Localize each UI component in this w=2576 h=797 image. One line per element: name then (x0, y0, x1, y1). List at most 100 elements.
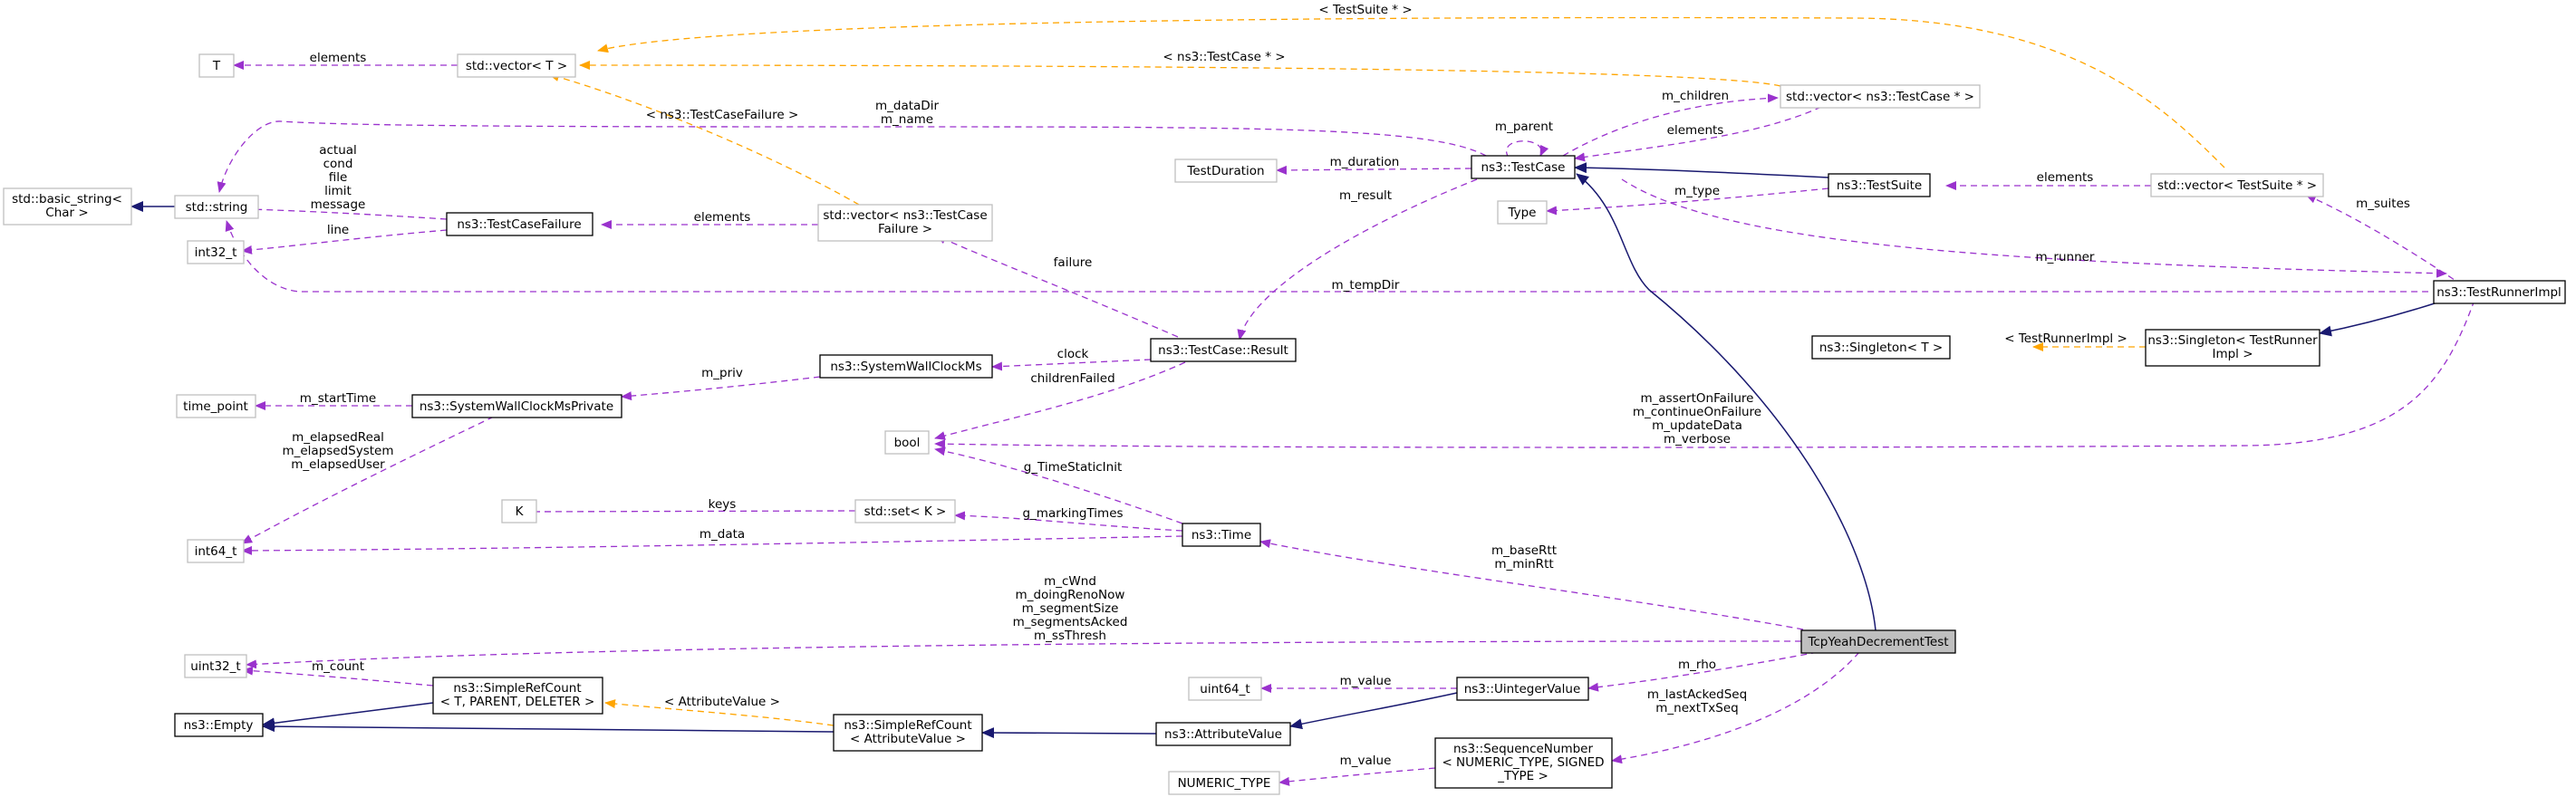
node-uint32-t[interactable]: uint32_t (184, 654, 247, 678)
node-test-case[interactable]: ns3::TestCase (1471, 155, 1576, 179)
node-std-string[interactable]: std::string (174, 195, 259, 219)
node-label: std::string (186, 200, 248, 215)
label-line: std::string (186, 200, 248, 215)
label-line: keys (709, 497, 737, 512)
label-line: line (327, 223, 349, 237)
edge-label: < AttributeValue > (664, 695, 780, 709)
node-test-case-result[interactable]: ns3::TestCase::Result (1150, 338, 1297, 362)
label-line: m_dataDir (875, 99, 939, 113)
edge-label: m_duration (1330, 155, 1400, 169)
edge-failure-line (241, 229, 448, 254)
edge-attribute-value-to-refcount (981, 727, 1157, 739)
node-label: ns3::SystemWallClockMsPrivate (420, 399, 613, 414)
label-line: m_lastAckedSeq (1647, 687, 1747, 702)
node-numeric-type[interactable]: NUMERIC_TYPE (1168, 771, 1280, 795)
label-line: < TestRunnerImpl > (2004, 331, 2127, 346)
label-line: m_priv (701, 366, 743, 380)
node-simple-ref-count-attr[interactable]: ns3::SimpleRefCount< AttributeValue > (833, 714, 983, 752)
label-line: NUMERIC_TYPE (1178, 776, 1271, 791)
node-vector-test-case-ptr[interactable]: std::vector< ns3::TestCase * > (1780, 84, 1981, 109)
edge-label: < ns3::TestCase * > (1163, 50, 1285, 64)
node-test-suite[interactable]: ns3::TestSuite (1828, 173, 1931, 197)
edge-label: < TestRunnerImpl > (2004, 331, 2127, 346)
node-label: std::vector< T > (466, 59, 567, 73)
edge-refcount-attr-to-empty (262, 721, 835, 733)
label-line: m_continueOnFailure (1633, 405, 1761, 419)
label-line: int64_t (195, 544, 237, 559)
node-test-case-failure[interactable]: ns3::TestCaseFailure (446, 212, 593, 236)
edge-result-failure (935, 235, 1179, 338)
node-singleton-t[interactable]: ns3::Singleton< T > (1811, 335, 1951, 360)
node-label: std::basic_string<Char > (12, 192, 122, 220)
label-line: std::vector< TestSuite * > (2157, 178, 2317, 193)
nodes-layer: T std::vector< T > std::basic_string<Cha… (3, 53, 2566, 795)
node-time-point[interactable]: time_point (176, 394, 256, 418)
edge-label: m_type (1674, 184, 1720, 198)
edge-private-elapsed (241, 416, 495, 544)
node-t[interactable]: T (198, 53, 235, 78)
label-line: m_children (1662, 89, 1729, 103)
edge-label: g_markingTimes (1022, 506, 1123, 521)
edges-layer (130, 16, 2479, 786)
label-line: ns3::Singleton< T > (1819, 341, 1943, 355)
node-system-wall-clock-ms-private[interactable]: ns3::SystemWallClockMsPrivate (411, 394, 622, 418)
edge-label: clock (1057, 347, 1089, 361)
node-type[interactable]: Type (1497, 200, 1548, 225)
node-simple-ref-count-t[interactable]: ns3::SimpleRefCount< T, PARENT, DELETER … (432, 677, 603, 715)
label-line: TcpYeahDecrementTest (1807, 635, 1948, 649)
node-label: TcpYeahDecrementTest (1807, 635, 1948, 649)
node-std-vector-t[interactable]: std::vector< T > (457, 53, 576, 78)
node-test-duration[interactable]: TestDuration (1174, 158, 1278, 183)
node-label: int64_t (195, 544, 237, 559)
node-label: ns3::SimpleRefCount< AttributeValue > (844, 718, 971, 746)
label-line: m_name (881, 112, 933, 127)
node-uint64-t[interactable]: uint64_t (1188, 677, 1262, 701)
node-sequence-number[interactable]: ns3::SequenceNumber< NUMERIC_TYPE, SIGNE… (1434, 737, 1613, 789)
node-std-set-k[interactable]: std::set< K > (854, 499, 956, 523)
label-line: time_point (183, 399, 248, 414)
label-line: ns3::UintegerValue (1464, 682, 1581, 696)
label-line: K (516, 504, 525, 519)
node-ns3-empty[interactable]: ns3::Empty (174, 713, 264, 737)
label-line: Impl > (2212, 347, 2253, 361)
edge-set-keys (526, 506, 856, 516)
edge-refcount-t-to-empty (262, 702, 434, 729)
edge-time-marking-times (954, 511, 1183, 532)
node-label: TestDuration (1186, 164, 1264, 178)
edge-label: m_result (1339, 188, 1392, 203)
node-vector-test-suite-ptr[interactable]: std::vector< TestSuite * > (2150, 173, 2324, 197)
label-line: std::vector< ns3::TestCase (823, 208, 987, 223)
label-line: elements (310, 51, 367, 65)
label-line: Failure > (878, 222, 932, 236)
node-int32-t[interactable]: int32_t (187, 240, 245, 264)
node-label: time_point (183, 399, 248, 414)
edge-label: < TestSuite * > (1318, 3, 1412, 17)
node-label: ns3::TestRunnerImpl (2436, 285, 2562, 300)
node-int64-t[interactable]: int64_t (187, 539, 245, 563)
node-label: ns3::UintegerValue (1464, 682, 1581, 696)
label-line: elements (1667, 123, 1724, 138)
node-uinteger-value[interactable]: ns3::UintegerValue (1456, 677, 1589, 701)
node-test-runner-impl[interactable]: ns3::TestRunnerImpl (2433, 280, 2566, 304)
label-line: ns3::TestRunnerImpl (2436, 285, 2562, 300)
node-tcp-yeah-decrement-test[interactable]: TcpYeahDecrementTest (1800, 629, 1956, 654)
node-ns3-time[interactable]: ns3::Time (1182, 523, 1261, 547)
label-line: TestDuration (1186, 164, 1264, 178)
node-k[interactable]: K (501, 499, 537, 523)
node-std-basic-string[interactable]: std::basic_string<Char > (3, 187, 132, 226)
node-attribute-value[interactable]: ns3::AttributeValue (1155, 722, 1291, 746)
node-label: K (516, 504, 525, 519)
label-line: g_TimeStaticInit (1024, 460, 1123, 475)
label-line: T (212, 59, 221, 73)
edge-tcp-test-rho (1587, 651, 1819, 692)
node-bool[interactable]: bool (884, 430, 930, 455)
label-line: uint32_t (190, 659, 240, 674)
label-line: failure (1054, 255, 1093, 270)
label-line: message (311, 197, 366, 212)
node-system-wall-clock-ms[interactable]: ns3::SystemWallClockMs (819, 354, 993, 379)
